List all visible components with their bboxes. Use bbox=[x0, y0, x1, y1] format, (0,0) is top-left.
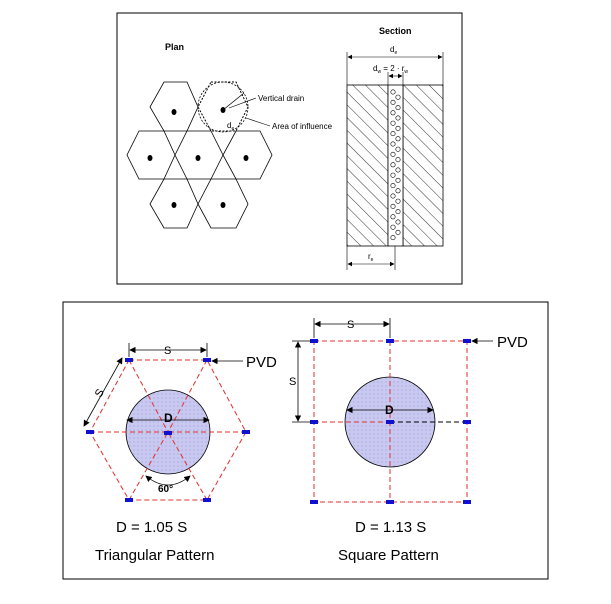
drain-dot bbox=[243, 155, 249, 161]
pvd-marker bbox=[164, 431, 172, 435]
drain-grain bbox=[390, 193, 396, 199]
area-of-influence-hexagon bbox=[197, 81, 249, 132]
drain-dot bbox=[147, 155, 153, 161]
area-of-influence-label: Area of influence bbox=[272, 122, 333, 131]
drain-dot bbox=[171, 202, 177, 208]
radius-line bbox=[222, 92, 245, 111]
pvd-marker bbox=[463, 420, 471, 424]
pvd-marker bbox=[125, 498, 133, 502]
drain-grain bbox=[390, 235, 396, 241]
drain-grain bbox=[390, 214, 396, 220]
drain-grain bbox=[395, 136, 401, 142]
drain-grain bbox=[390, 162, 396, 168]
hexagon-cell bbox=[197, 178, 249, 229]
sq-pvd-markers bbox=[310, 339, 471, 504]
drain-grain bbox=[390, 203, 396, 209]
drain-dot bbox=[220, 202, 226, 208]
drain-grain bbox=[390, 224, 396, 230]
tri-angle-label: 60° bbox=[158, 484, 173, 495]
section-soil-right bbox=[402, 84, 444, 247]
drain-grain bbox=[390, 89, 396, 95]
area-of-influence-leader bbox=[245, 117, 271, 127]
plan-hexagon-grid bbox=[126, 81, 273, 229]
tri-s-label-top: S bbox=[164, 345, 171, 357]
drain-grain bbox=[390, 120, 396, 126]
pvd-marker bbox=[463, 339, 471, 343]
hexagon-cell bbox=[149, 178, 199, 229]
vertical-drain-leader bbox=[228, 97, 257, 109]
re-label: re bbox=[368, 252, 374, 263]
drain-grain bbox=[390, 172, 396, 178]
pvd-marker bbox=[310, 500, 318, 504]
drain-grain bbox=[390, 141, 396, 147]
drain-grain bbox=[390, 183, 396, 189]
drain-grain bbox=[395, 105, 401, 111]
tri-pvd-markers bbox=[86, 358, 250, 502]
drain-grain bbox=[395, 188, 401, 194]
pvd-marker bbox=[203, 498, 211, 502]
tri-s-side-dim-line bbox=[83, 357, 123, 427]
drain-dot bbox=[195, 155, 201, 161]
pvd-marker bbox=[386, 420, 394, 424]
drain-grain bbox=[395, 209, 401, 215]
vertical-drain-label: Vertical drain bbox=[258, 94, 304, 103]
sq-pvd-label: PVD bbox=[497, 334, 528, 351]
drain-grain bbox=[395, 115, 401, 121]
square-pattern: S S D PVD bbox=[289, 318, 528, 504]
pvd-marker bbox=[310, 339, 318, 343]
drain-dot bbox=[171, 109, 177, 115]
pvd-marker bbox=[203, 358, 211, 362]
drain-grain bbox=[395, 157, 401, 163]
tri-formula: D = 1.05 S bbox=[116, 519, 187, 536]
pvd-marker bbox=[125, 358, 133, 362]
section-drain-column bbox=[387, 84, 404, 247]
drain-grain bbox=[395, 219, 401, 225]
tri-pvd-label: PVD bbox=[246, 354, 277, 371]
sq-caption: Square Pattern bbox=[338, 547, 439, 564]
pvd-marker bbox=[310, 420, 318, 424]
de-label-plan: de bbox=[227, 121, 234, 132]
sq-d-label: D bbox=[385, 403, 394, 417]
sq-formula: D = 1.13 S bbox=[355, 519, 426, 536]
drain-grain bbox=[395, 198, 401, 204]
section-soil-left bbox=[346, 84, 389, 247]
tri-caption: Triangular Pattern bbox=[95, 547, 215, 564]
hexagon-cell bbox=[222, 130, 273, 180]
drain-grain bbox=[395, 229, 401, 235]
de-label-section: de bbox=[390, 45, 397, 56]
drain-grain bbox=[390, 99, 396, 105]
pvd-marker bbox=[242, 430, 250, 434]
drain-grain bbox=[395, 94, 401, 100]
plan-title: Plan bbox=[165, 42, 184, 52]
pvd-marker bbox=[86, 430, 94, 434]
dw-label: dw = 2 · rw bbox=[373, 64, 408, 75]
pvd-marker bbox=[463, 500, 471, 504]
area-of-influence-circle bbox=[197, 81, 249, 133]
pvd-marker bbox=[386, 500, 394, 504]
drain-column-circles bbox=[390, 89, 401, 241]
section-title: Section bbox=[379, 26, 412, 36]
sq-s-label-top: S bbox=[347, 319, 354, 331]
drain-grain bbox=[390, 110, 396, 116]
drain-grain bbox=[395, 167, 401, 173]
drain-grain bbox=[390, 151, 396, 157]
pvd-marker bbox=[386, 339, 394, 343]
drain-grain bbox=[395, 177, 401, 183]
drain-grain bbox=[390, 131, 396, 137]
drain-grain bbox=[395, 146, 401, 152]
sq-s-label-side: S bbox=[289, 376, 296, 388]
triangular-pattern: S S D 60° PVD bbox=[83, 343, 277, 502]
tri-angle-arc bbox=[145, 475, 191, 486]
tri-d-label: D bbox=[164, 411, 173, 425]
drain-grain bbox=[395, 125, 401, 131]
